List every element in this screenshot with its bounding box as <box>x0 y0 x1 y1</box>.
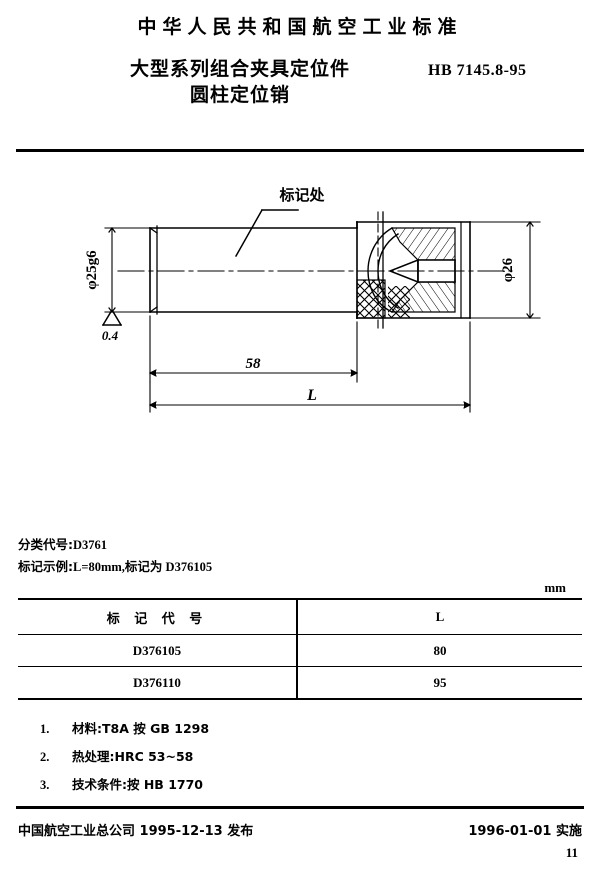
footer-issuer: 中国航空工业总公司 1995-12-13 发布 <box>18 824 254 839</box>
pin-body-outline <box>149 227 358 313</box>
marking-location-label: 标记处 <box>278 186 325 204</box>
specification-table: 标 记 代 号 L D376105 80 D376110 95 <box>18 598 582 700</box>
header-divider-rule <box>16 149 584 152</box>
note-text: 热处理:HRC 53~58 <box>72 749 194 764</box>
column-header-code: 标 记 代 号 <box>18 598 298 635</box>
classification-code-label: 分类代号: <box>18 537 73 552</box>
table-row: D376105 80 <box>18 634 582 667</box>
classification-code-value: D3761 <box>73 538 108 552</box>
cell-code: D376105 <box>18 634 298 667</box>
note-item: 3. 技术条件:按 HB 1770 <box>40 774 209 793</box>
note-text: 技术条件:按 HB 1770 <box>72 777 203 792</box>
surface-roughness-symbol <box>101 308 123 327</box>
footer-divider-rule <box>16 806 584 809</box>
diameter-right-label: φ26 <box>500 257 516 282</box>
note-text: 材料:T8A 按 GB 1298 <box>72 721 210 736</box>
note-number: 2. <box>40 750 50 764</box>
standard-title-line-1: 大型系列组合夹具定位件 <box>129 58 350 80</box>
classification-block: 分类代号:D3761 标记示例:L=80mm,标记为 D376105 <box>18 534 212 578</box>
national-standard-title: 中华人民共和国航空工业标准 <box>137 16 463 38</box>
technical-drawing: 标记处 φ25g6 φ26 58 L 0.4 <box>0 160 600 430</box>
diameter-left-label: φ25g6 <box>84 250 100 290</box>
table-header-row: 标 记 代 号 L <box>18 598 582 635</box>
cell-length: 95 <box>297 666 582 700</box>
standard-title-line-2: 圆柱定位销 <box>189 84 290 106</box>
dimension-diameter-left <box>104 227 151 313</box>
marking-leader-line <box>234 208 299 258</box>
standard-code: HB 7145.8-95 <box>428 62 527 79</box>
note-item: 2. 热处理:HRC 53~58 <box>40 746 209 765</box>
dimension-diameter-right <box>469 221 541 319</box>
left-chamfer-lines <box>149 225 158 315</box>
page-title: 大型系列组合夹具定位件 圆柱定位销 <box>55 56 425 108</box>
page-number: 11 <box>565 845 578 860</box>
dimension-58 <box>148 315 359 383</box>
surface-roughness-label: 0.4 <box>102 328 119 343</box>
table-unit-label: mm <box>544 580 566 595</box>
dimension-L <box>148 321 472 413</box>
notes-list: 1. 材料:T8A 按 GB 1298 2. 热处理:HRC 53~58 3. … <box>40 718 209 802</box>
cell-code: D376110 <box>18 666 298 700</box>
marking-example-label: 标记示例: <box>18 559 73 574</box>
note-number: 3. <box>40 778 50 792</box>
note-number: 1. <box>40 722 50 736</box>
note-item: 1. 材料:T8A 按 GB 1298 <box>40 718 209 737</box>
column-header-length: L <box>297 598 582 635</box>
pin-drawing-svg: 标记处 φ25g6 φ26 58 L 0.4 <box>84 186 541 413</box>
length-L-label: L <box>306 387 317 404</box>
length-58-label: 58 <box>246 356 262 372</box>
marking-example-line: 标记示例:L=80mm,标记为 D376105 <box>18 556 212 578</box>
footer-effective-date: 1996-01-01 实施 <box>468 824 582 839</box>
cell-length: 80 <box>297 634 582 667</box>
table-row: D376110 95 <box>18 666 582 700</box>
classification-code-line: 分类代号:D3761 <box>18 534 212 556</box>
marking-example-value: L=80mm,标记为 D376105 <box>73 560 213 574</box>
